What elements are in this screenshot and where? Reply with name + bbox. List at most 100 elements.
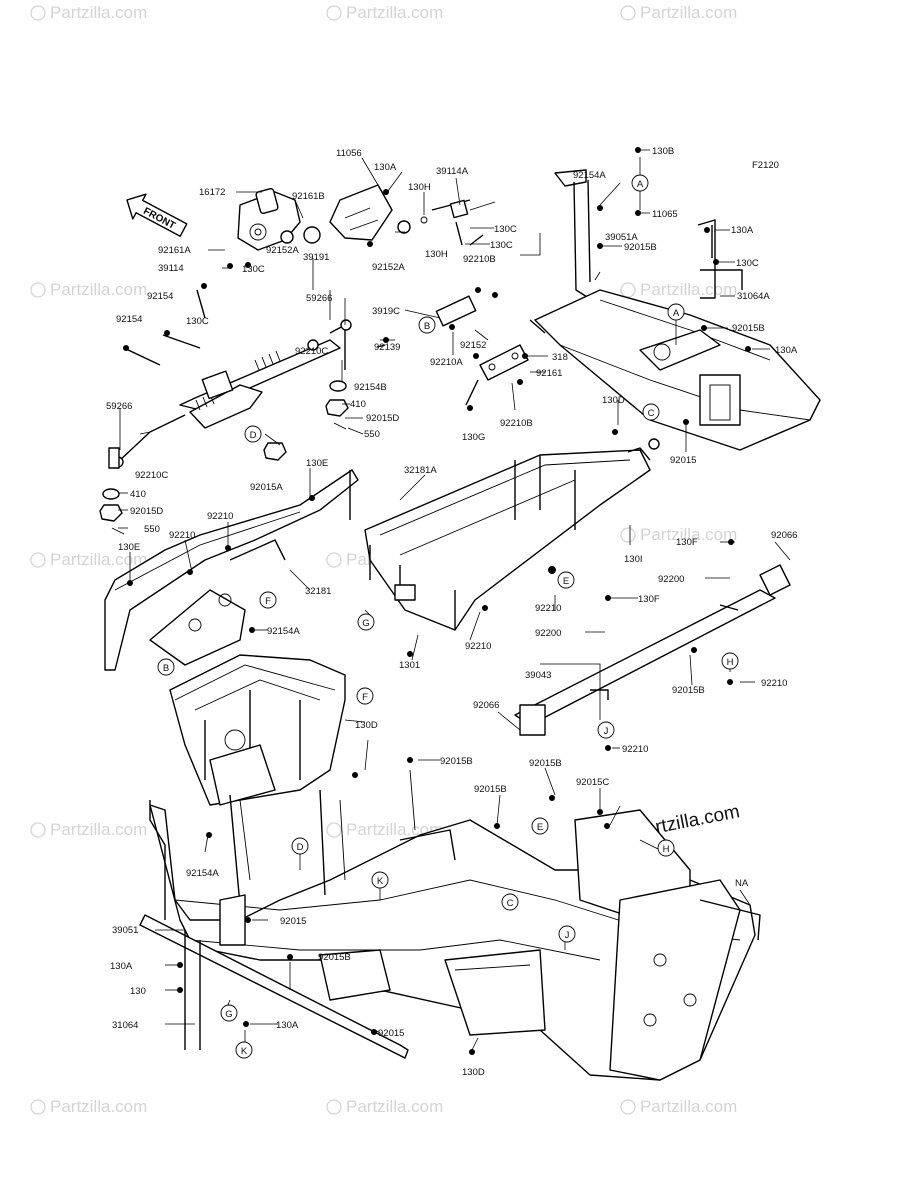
part-label: 92015D bbox=[130, 506, 163, 517]
svg-text:A: A bbox=[673, 308, 680, 319]
part-label: 92210B bbox=[463, 254, 496, 265]
callout-g-mid: G bbox=[357, 613, 375, 631]
rear-cross-tube bbox=[514, 564, 791, 736]
part-label: 92015B bbox=[474, 784, 507, 795]
part-label: 92154A bbox=[573, 170, 606, 181]
main-frame-center bbox=[364, 438, 660, 631]
part-label: 92015 bbox=[280, 916, 306, 927]
part-label: 92154 bbox=[116, 314, 142, 325]
part-label: 3919C bbox=[372, 306, 400, 317]
part-label: 92210A bbox=[430, 357, 463, 368]
watermark-text: Partzilla.com bbox=[346, 1097, 443, 1116]
svg-text:H: H bbox=[663, 844, 670, 855]
part-label: 318 bbox=[552, 352, 568, 363]
front-arrow-icon: FRONT bbox=[126, 193, 188, 237]
watermark-text: Partzilla.com bbox=[346, 820, 443, 839]
part-label: 130H bbox=[425, 249, 448, 260]
callout-j-low: J bbox=[558, 925, 576, 943]
callout-b-mid: B bbox=[157, 658, 175, 676]
part-label: 130H bbox=[408, 182, 431, 193]
svg-text:D: D bbox=[297, 842, 304, 853]
part-label: 130A bbox=[110, 961, 133, 972]
svg-text:H: H bbox=[727, 657, 734, 668]
part-label: 130A bbox=[374, 162, 397, 173]
svg-text:B: B bbox=[424, 321, 430, 332]
callout-e-mid: E bbox=[557, 571, 575, 589]
part-label: 59266 bbox=[306, 293, 332, 304]
watermark-text: Partzilla.com bbox=[50, 550, 147, 569]
part-label: 410 bbox=[350, 399, 366, 410]
part-label: 130D bbox=[602, 395, 625, 406]
svg-text:F: F bbox=[265, 596, 271, 607]
part-label: 92210C bbox=[295, 346, 328, 357]
callout-c-low: C bbox=[501, 893, 519, 911]
part-label: 130F bbox=[638, 594, 660, 605]
part-label: 92154B bbox=[354, 382, 387, 393]
part-label: 92200 bbox=[535, 628, 561, 639]
watermark-text: Partzilla.com bbox=[640, 3, 737, 22]
part-label: 92210C bbox=[135, 470, 168, 481]
svg-text:K: K bbox=[377, 876, 384, 887]
part-label: 92152A bbox=[266, 245, 299, 256]
part-label: 31064A bbox=[737, 291, 770, 302]
svg-text:J: J bbox=[565, 930, 570, 941]
part-label: 92210 bbox=[535, 603, 561, 614]
callout-e-low: E bbox=[531, 817, 549, 835]
watermark-text: Partzilla.com bbox=[640, 525, 737, 544]
part-label: 92139 bbox=[374, 342, 400, 353]
callout-b-top: B bbox=[418, 316, 436, 334]
part-label: 550 bbox=[144, 524, 160, 535]
svg-text:A: A bbox=[637, 179, 644, 190]
part-label: 92154A bbox=[186, 868, 219, 879]
part-label: 92152 bbox=[460, 340, 486, 351]
watermark-text: Partzilla.com bbox=[50, 280, 147, 299]
watermark-text: Partzilla.com bbox=[50, 3, 147, 22]
part-label: 130D bbox=[462, 1067, 485, 1078]
part-label: 92066 bbox=[771, 530, 797, 541]
svg-text:D: D bbox=[250, 430, 257, 441]
lower-chassis bbox=[139, 769, 761, 1081]
part-label: 130I bbox=[624, 554, 643, 565]
reference-callouts: A A B C D E F G B H F J E D H K C J G K bbox=[157, 174, 739, 1059]
part-label: 92154 bbox=[147, 291, 173, 302]
callout-c-top: C bbox=[642, 403, 660, 421]
callout-a: A bbox=[667, 303, 685, 321]
part-label: 32181A bbox=[404, 465, 437, 476]
na-label: NA bbox=[735, 878, 749, 889]
part-label: 92015B bbox=[624, 242, 657, 253]
part-label: 92210 bbox=[169, 530, 195, 541]
part-label: 130A bbox=[731, 225, 754, 236]
watermark-text: Partzilla.com bbox=[640, 280, 737, 299]
diagram-code: F2120 bbox=[752, 160, 779, 171]
part-label: 92152A bbox=[372, 262, 405, 273]
front-upper-frame bbox=[104, 469, 359, 671]
watermark-text: Partzilla.com bbox=[346, 3, 443, 22]
fastener-dots bbox=[123, 147, 751, 1055]
engine-cradle bbox=[169, 654, 346, 806]
part-label: 92161 bbox=[536, 368, 562, 379]
callout-h-low: H bbox=[657, 839, 675, 857]
part-label: 92015B bbox=[318, 952, 351, 963]
part-label: 92210 bbox=[465, 641, 491, 652]
callout-j-mid: J bbox=[597, 721, 615, 739]
part-label: 92015 bbox=[378, 1028, 404, 1039]
part-label: 92210B bbox=[500, 418, 533, 429]
watermark-text: Partzilla.com bbox=[50, 1097, 147, 1116]
part-label: 92154A bbox=[267, 626, 300, 637]
part-label: 92200 bbox=[658, 574, 684, 585]
svg-text:C: C bbox=[507, 898, 514, 909]
part-label: 92066 bbox=[473, 700, 499, 711]
watermark-text: Partzilla.com bbox=[640, 1097, 737, 1116]
steering-group bbox=[99, 184, 529, 535]
part-label: 92015 bbox=[670, 455, 696, 466]
part-label: 130C bbox=[186, 316, 209, 327]
part-label: 130G bbox=[462, 432, 485, 443]
part-label: 39114A bbox=[436, 166, 469, 177]
svg-text:K: K bbox=[241, 1046, 248, 1057]
part-label: 130A bbox=[276, 1020, 299, 1031]
part-label: 11056 bbox=[336, 148, 362, 159]
part-label: 39114 bbox=[158, 263, 184, 274]
callout-f-mid: F bbox=[259, 591, 277, 609]
part-label: 39051 bbox=[112, 925, 138, 936]
